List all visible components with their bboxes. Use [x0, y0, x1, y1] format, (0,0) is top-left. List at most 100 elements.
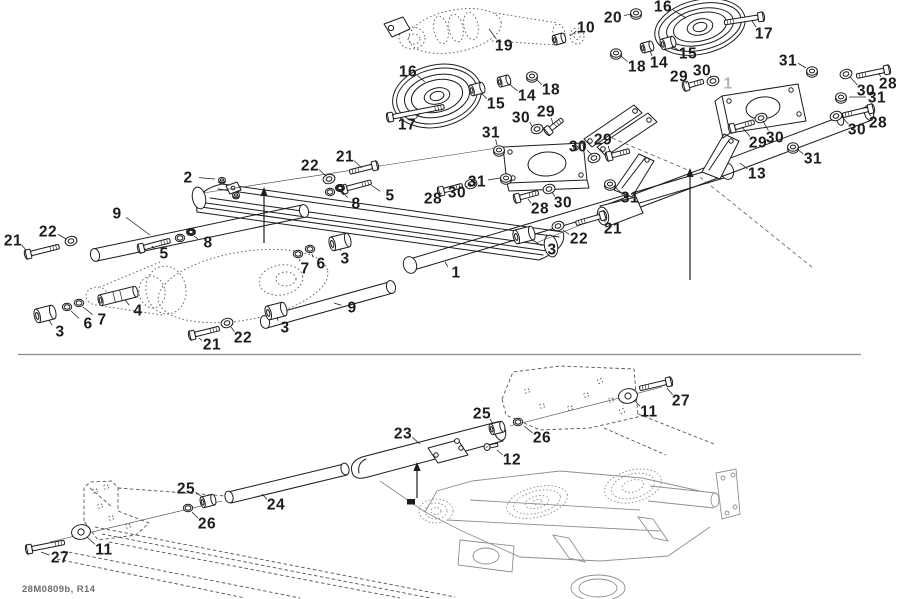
- callout-label: 23: [394, 426, 412, 443]
- direction-arrow-icon: [686, 168, 694, 280]
- callout-label: 28: [531, 201, 549, 218]
- callout-13: 13: [739, 162, 766, 183]
- leader-line: [878, 72, 881, 78]
- part-washer-icon: [587, 152, 601, 164]
- callout-30: 30: [448, 185, 468, 202]
- part-bushing-icon: [328, 232, 352, 252]
- callout-label: 31: [468, 174, 486, 191]
- callout-22: 22: [301, 158, 327, 177]
- callout-label: 22: [301, 158, 319, 175]
- callout-label: 13: [748, 166, 766, 183]
- callout-label: 31: [868, 90, 886, 107]
- part-bolt-icon: [855, 64, 892, 79]
- callout-label: 20: [604, 10, 622, 27]
- callout-label: 3: [340, 251, 349, 268]
- swing-arm-frame: [191, 181, 565, 261]
- leader-line: [341, 190, 348, 199]
- ghost-track-rails: [56, 487, 456, 599]
- leader-line: [709, 75, 712, 79]
- arrow-anchor-block: [407, 499, 415, 505]
- callout-label: 4: [133, 303, 142, 320]
- part-spacer-icon: [639, 40, 655, 54]
- callout-label: 22: [39, 224, 57, 241]
- callout-label: 27: [51, 550, 69, 567]
- callout-label: 8: [203, 235, 212, 252]
- leader-line: [536, 79, 543, 85]
- leader-line: [751, 20, 757, 28]
- callout-label: 3: [280, 320, 289, 337]
- callout-11: 11: [86, 536, 112, 559]
- callout-label: 28: [424, 191, 442, 208]
- callout-28: 28: [867, 110, 887, 132]
- callout-label: 26: [198, 516, 216, 533]
- callout-label: 31: [621, 190, 639, 207]
- callout-label: 7: [300, 261, 309, 278]
- part-ring-icon: [324, 187, 336, 197]
- part-ring-icon: [182, 503, 194, 513]
- part-washer-icon: [542, 183, 556, 195]
- leader-line: [867, 110, 871, 117]
- part-bushing-sm-icon: [488, 420, 506, 436]
- leader-line: [191, 511, 199, 519]
- callout-25: 25: [177, 481, 203, 498]
- callout-21: 21: [336, 149, 363, 169]
- callout-28: 28: [527, 198, 549, 218]
- callout-label: 30: [554, 195, 572, 212]
- part-bolt-icon: [349, 160, 380, 175]
- callout-label: 31: [804, 151, 822, 168]
- leader-line: [57, 233, 67, 240]
- callout-31: 31: [482, 125, 500, 146]
- part-bolt-icon: [681, 78, 705, 92]
- callout-label: 30: [569, 139, 587, 156]
- leader-line: [633, 399, 641, 407]
- leader-line: [125, 217, 151, 236]
- callout-4: 4: [124, 299, 142, 320]
- callout-label: 17: [398, 117, 416, 134]
- part-bolt-icon: [723, 11, 766, 26]
- leader-line: [193, 235, 199, 240]
- callout-6: 6: [70, 310, 92, 333]
- part-bolt-icon: [727, 119, 755, 134]
- callout-28: 28: [878, 72, 897, 93]
- callout-29: 29: [670, 69, 688, 86]
- callout-label: 28: [879, 76, 897, 93]
- leader-line: [527, 198, 532, 204]
- part-spacer-icon: [496, 74, 512, 88]
- callout-25: 25: [473, 406, 494, 425]
- callout-label: 30: [766, 130, 784, 147]
- part-bolt-icon: [604, 148, 631, 162]
- leader-line: [672, 9, 687, 19]
- mount-plate-right: [714, 83, 807, 139]
- callout-22: 22: [562, 229, 588, 248]
- part-bolt-icon: [841, 103, 876, 118]
- part-ring-icon: [61, 302, 73, 312]
- callout-14: 14: [508, 83, 536, 105]
- callout-label: 24: [267, 497, 285, 514]
- callout-label: 25: [473, 406, 491, 423]
- leader-line: [416, 75, 426, 83]
- callout-label: 15: [487, 96, 505, 113]
- leader-line: [489, 418, 494, 425]
- leader-line: [523, 425, 533, 434]
- callout-label: 12: [503, 452, 521, 469]
- callout-3: 3: [276, 316, 289, 337]
- part-ring-dark-icon: [186, 227, 196, 237]
- part-bolt-icon: [23, 244, 60, 260]
- leader-line: [529, 121, 533, 127]
- leader-line: [797, 62, 807, 69]
- callout-label: 18: [542, 82, 560, 99]
- callout-8: 8: [341, 190, 360, 213]
- callout-28: 28: [424, 191, 443, 208]
- callout-12: 12: [496, 449, 521, 469]
- callout-8: 8: [193, 235, 212, 252]
- callout-label: 29: [594, 132, 612, 149]
- part-bushing-sm-icon: [199, 493, 217, 509]
- part-bolt-icon: [512, 190, 540, 204]
- leader-line: [739, 162, 748, 170]
- leader-line: [496, 449, 503, 456]
- callout-17: 17: [398, 112, 421, 134]
- callout-21: 21: [198, 337, 221, 354]
- leader-line: [613, 185, 622, 193]
